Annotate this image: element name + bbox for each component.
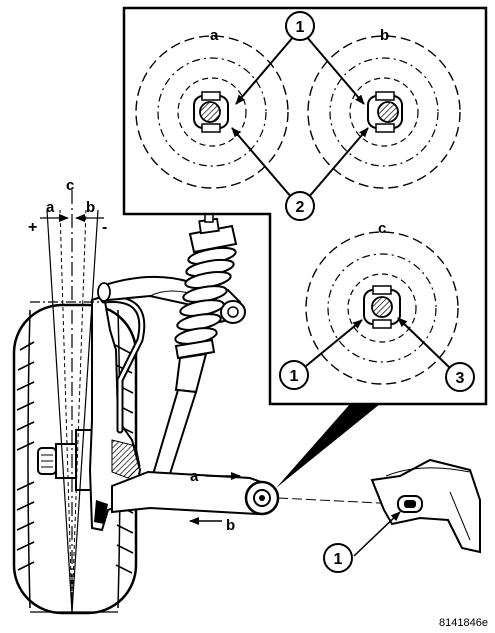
shock-absorber (145, 211, 238, 505)
view-a-label: a (210, 27, 219, 44)
camber-label-c: c (66, 177, 74, 194)
camber-lines (30, 186, 118, 613)
frame-bracket (370, 458, 481, 554)
view-b (307, 35, 461, 189)
figure-id: 8141846e (439, 617, 488, 629)
callout-1-top-number: 1 (296, 19, 305, 36)
callout-2-circle (285, 191, 315, 221)
camber-label-b: b (86, 199, 95, 216)
view-b-label: b (380, 27, 389, 44)
callout-1-lower-number: 1 (290, 368, 299, 385)
view-a (135, 35, 289, 189)
bottom-callout-leader (353, 511, 401, 557)
view-c (305, 231, 459, 385)
callout-1-lower-circle (279, 360, 309, 390)
callout-2-number: 2 (296, 199, 305, 216)
arm-label-a: a (190, 468, 199, 485)
arm-label-b: b (226, 517, 235, 534)
camber-label-minus: - (102, 219, 107, 236)
callout-3-number: 3 (456, 370, 465, 387)
bottom-callout-number: 1 (334, 551, 343, 568)
callout-3-circle (445, 362, 475, 392)
camber-label-a: a (46, 199, 55, 216)
bottom-callout-circle (323, 543, 353, 573)
view-c-label: c (378, 220, 386, 237)
callout-1-top-circle (285, 11, 315, 41)
wheel-hub (37, 429, 93, 491)
lower-control-arm (111, 470, 401, 516)
camber-label-plus: + (28, 219, 37, 236)
inset-leader-wedge (276, 404, 380, 488)
